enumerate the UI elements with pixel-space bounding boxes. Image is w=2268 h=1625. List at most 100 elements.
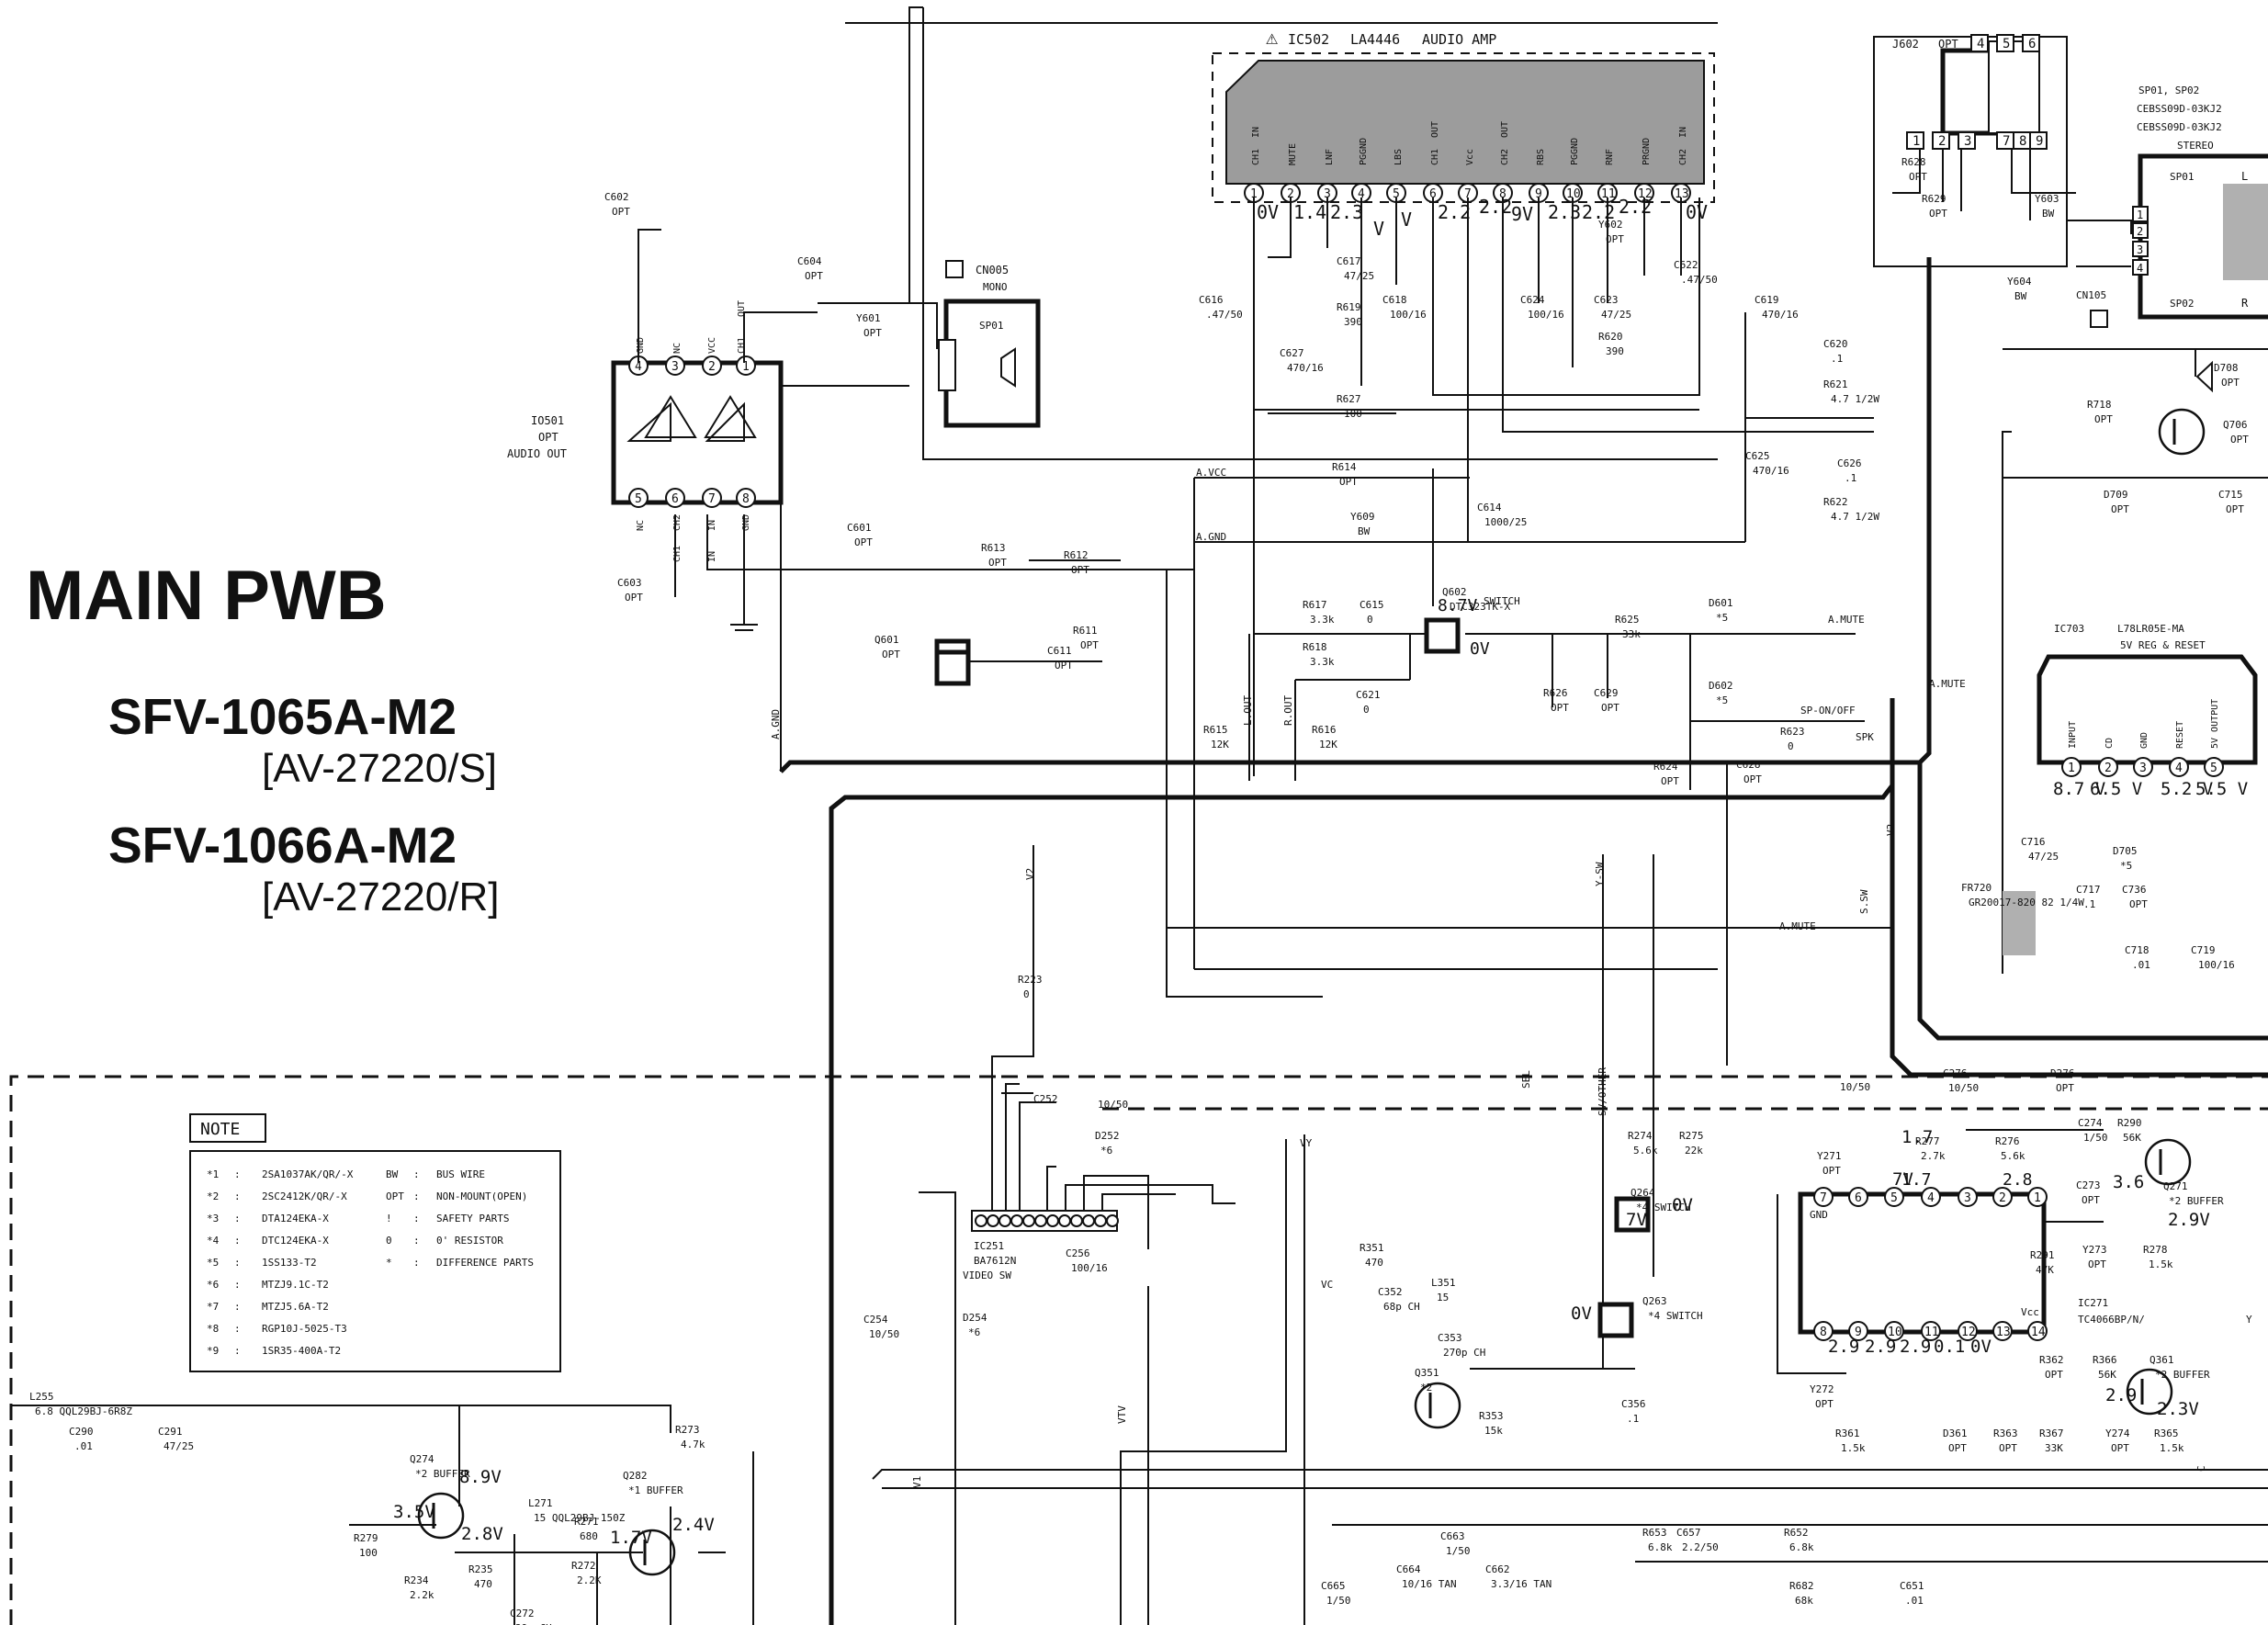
comp-d601-val: *5: [1716, 612, 1728, 624]
comp-r626-ref: R626: [1543, 687, 1568, 699]
vid-r682-ref: R682: [1789, 1580, 1814, 1592]
comp-r627-ref: R627: [1337, 393, 1361, 405]
j602-pin-6: 6: [2028, 37, 2036, 51]
buf-q282-ref: Q282: [623, 1470, 648, 1482]
vid-q271-ref: Q271: [2163, 1180, 2188, 1192]
ic703-label-0: INPUT: [2068, 721, 2078, 749]
vid-c254-val: 10/50: [869, 1328, 899, 1340]
buf-q274-ref: Q274: [410, 1453, 434, 1465]
reg-c736-val: OPT: [2129, 898, 2148, 910]
sp-pin-box-2: [2132, 241, 2149, 257]
ic271-top-pin-5-num: 5: [1890, 1191, 1898, 1205]
ic502-pin-6-num: 6: [1429, 187, 1437, 201]
io501-bottom-pin-6-circle: [665, 488, 685, 508]
ic703-pin-3-circle: [2133, 757, 2153, 777]
misc-c252-cap: 10/50: [1098, 1099, 1128, 1111]
vid-q263-ref: Q263: [1642, 1295, 1667, 1307]
vid-c664-val: 10/16 TAN: [1402, 1578, 1457, 1590]
vid-c273-val: OPT: [2082, 1194, 2100, 1206]
q271-body: [2144, 1138, 2192, 1186]
reg-r718-ref: R718: [2087, 399, 2112, 411]
ic271-bottom-pin-11-num: 11: [1924, 1326, 1939, 1339]
comp-c626-ref: C626: [1837, 457, 1862, 469]
ic703-ref: IC703: [2054, 623, 2084, 635]
reg-c719-ref: C719: [2191, 944, 2216, 956]
comp-c624-val: 100/16: [1528, 309, 1564, 321]
vid-c651-ref: C651: [1900, 1580, 1924, 1592]
comp-c629-ref: C629: [1594, 687, 1619, 699]
reg-c716-ref: C716: [2021, 836, 2046, 848]
ic271-bottom-pin-13-circle: [1992, 1321, 2013, 1341]
ic251-pin-5: [1022, 1214, 1035, 1227]
ic703-pin-3-num: 3: [2139, 762, 2147, 775]
buf-l255-ref: L255: [29, 1391, 54, 1403]
comp-c621-ref: C621: [1356, 689, 1381, 701]
ic703-label-3: RESET: [2175, 721, 2185, 749]
reg-c715-val: OPT: [2226, 503, 2244, 515]
ic271-botvolt-0: 2.9: [1828, 1337, 1859, 1357]
comp-r622-val: 4.7 1/2W: [1831, 511, 1879, 523]
comp-r615-ref: R615: [1203, 724, 1228, 736]
vid-r291-ref: R291: [2030, 1249, 2055, 1261]
comp-r618-ref: R618: [1303, 641, 1327, 653]
legend-key-4: *: [386, 1257, 392, 1269]
ic502-label-0: IN: [1251, 127, 1261, 138]
note-val-7: RGP10J-5025-T3: [262, 1323, 347, 1335]
net-y: Y: [2246, 1314, 2252, 1326]
reg-c716-val: 47/25: [2028, 851, 2059, 863]
ic271-top-pin-6-circle: [1848, 1187, 1868, 1207]
q361-body: [2126, 1368, 2173, 1416]
ic271-part: TC4066BP/N/: [2078, 1314, 2145, 1326]
sp-pin-3: 3: [2137, 243, 2143, 256]
comp-c627-val: 470/16: [1287, 362, 1324, 374]
vid-y274-ref: Y274: [2105, 1428, 2130, 1439]
net-vtv: VTV: [1116, 1405, 1128, 1424]
buf-c290-ref: C290: [69, 1426, 94, 1438]
ic502-label-7: CH1: [1430, 149, 1440, 165]
net-a_mute: A.MUTE: [1828, 614, 1865, 626]
net-r_out: R.OUT: [1282, 695, 1294, 726]
ic251-pin-6: [1034, 1214, 1047, 1227]
comp-y603-val: BW: [2042, 208, 2055, 220]
vid-r223-ref: R223: [1018, 974, 1043, 986]
ic271-top-pin-1-num: 1: [2034, 1191, 2041, 1205]
comp-c625-val: 470/16: [1753, 465, 1789, 477]
vid-r275-ref: R275: [1679, 1130, 1704, 1142]
vid-r652-val: 6.8k: [1789, 1541, 1814, 1553]
stereo-speakers: SP01, SP02 CEBSS09D-03KJ2 CEBSS09D-03KJ2…: [2067, 85, 2268, 328]
vid-r278-val: 1.5k: [2149, 1258, 2173, 1270]
net-c: C: [2195, 1465, 2207, 1472]
ic703-pin-2-circle: [2098, 757, 2118, 777]
j602-pin-box-1: [1996, 34, 2014, 52]
j602-pin-7: 7: [2003, 134, 2010, 149]
net-v1: V1: [911, 1476, 923, 1488]
comp-q602-val: DTC323TK-X: [1450, 601, 1511, 613]
legend-val-2: SAFETY PARTS: [436, 1213, 509, 1224]
video-volt-5: 2.9: [2105, 1385, 2137, 1405]
ic502-pin-2-num: 2: [1287, 187, 1294, 201]
comp-c628-ref: C628: [1736, 759, 1761, 771]
vid-r366-val: 56K: [2098, 1369, 2116, 1381]
ic502-pin-7-num: 7: [1464, 187, 1472, 201]
misc-c276-cap: 10/50: [1840, 1081, 1870, 1093]
vid-r361-val: 1.5k: [1841, 1442, 1866, 1454]
cn005-sp: SP01: [979, 320, 1004, 332]
note-val-4: 1SS133-T2: [262, 1257, 317, 1269]
io501-bottom-pin-5-circle: [628, 488, 649, 508]
vid-c657-ref: C657: [1676, 1527, 1701, 1539]
io501-bottom-label-0: NC: [636, 520, 646, 531]
vid-r653-ref: R653: [1642, 1527, 1667, 1539]
reg-c715-ref: C715: [2218, 489, 2243, 501]
ic251-pin-12: [1106, 1214, 1119, 1227]
buffer-volt-3: 1.7V: [610, 1528, 652, 1548]
comp-c611-ref: C611: [1047, 645, 1072, 657]
vid-r653-val: 6.8k: [1648, 1541, 1673, 1553]
j602-pin-box-4: [1932, 131, 1950, 150]
ic251-pin-8: [1058, 1214, 1071, 1227]
io501-top-pin-1-num: 1: [742, 360, 750, 374]
buf-l255-val: 6.8 QQL29BJ-6R8Z: [35, 1405, 132, 1417]
comp-y602-ref: Y602: [1598, 219, 1623, 231]
ic502-label-9: OUT: [1500, 121, 1510, 138]
note-colon-6: :: [234, 1301, 241, 1313]
